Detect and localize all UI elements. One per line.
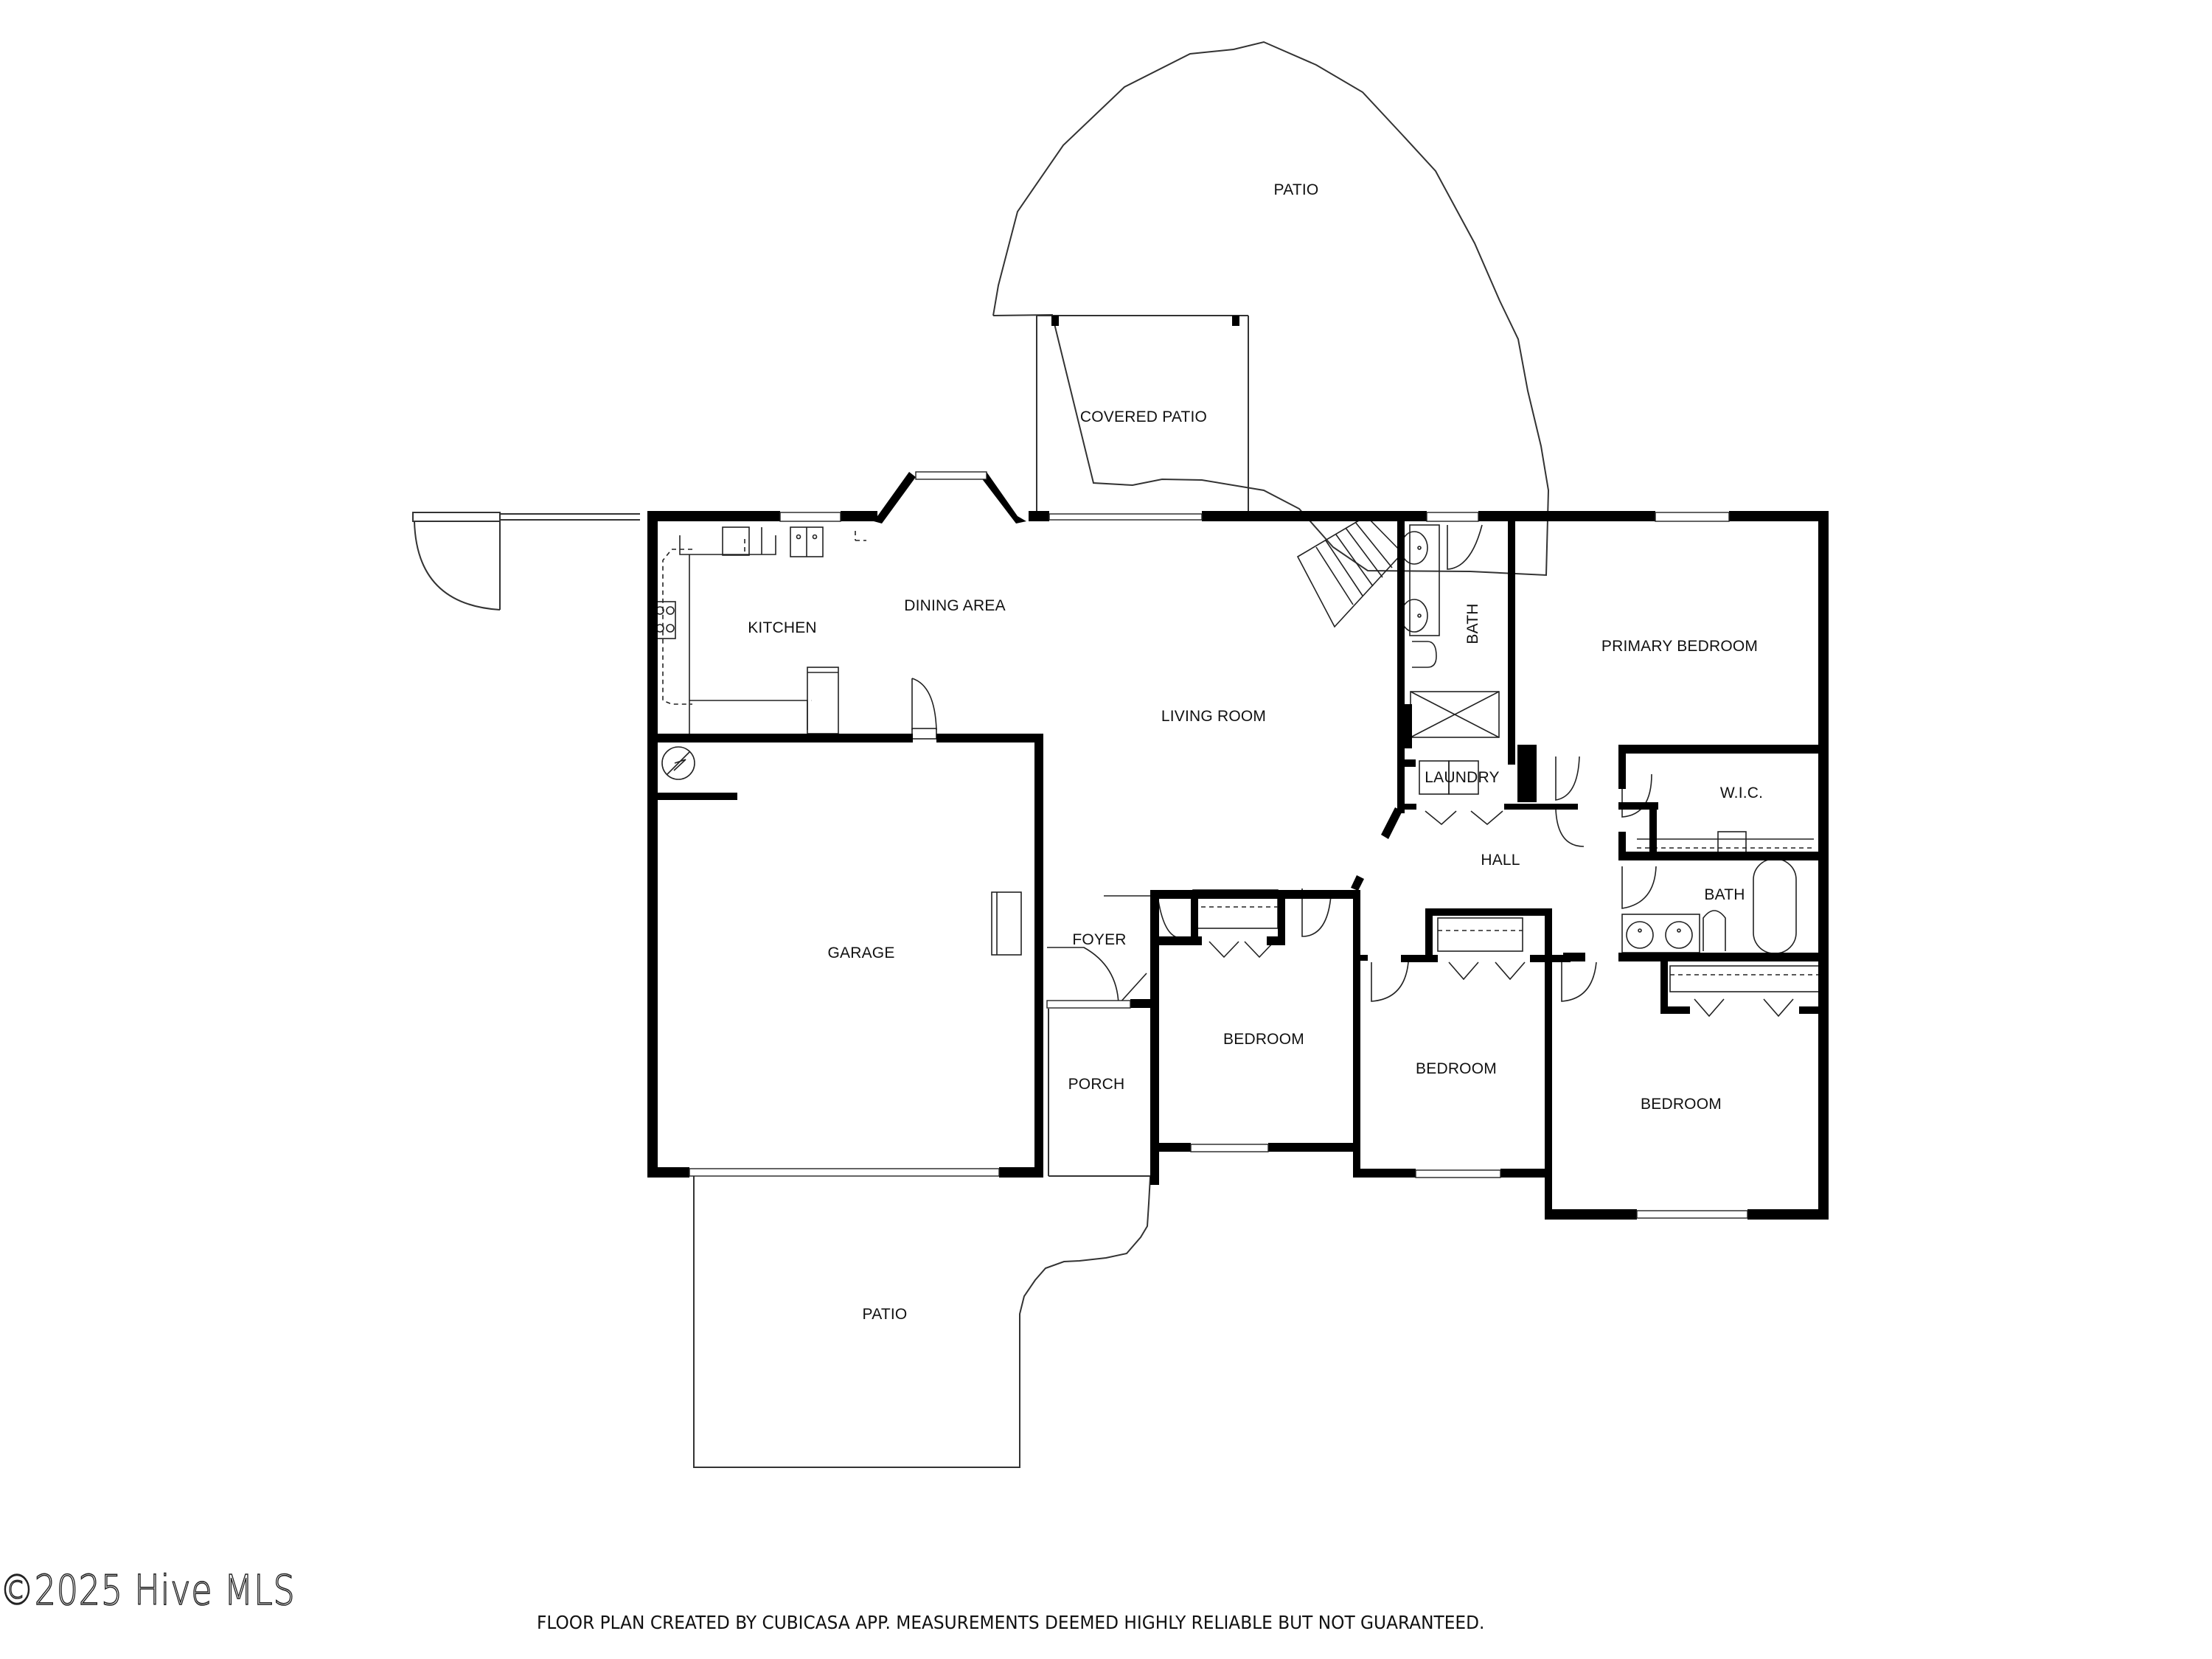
room-label-bedroom-1: BEDROOM bbox=[1223, 1031, 1304, 1048]
room-label-bath-hall: BATH bbox=[1704, 886, 1745, 903]
bottom-patio-outline bbox=[693, 1174, 1151, 1468]
room-label-patio-bottom: PATIO bbox=[862, 1306, 908, 1323]
outdoor-outlines bbox=[412, 41, 1550, 1468]
room-label-hall: HALL bbox=[1481, 852, 1520, 869]
room-label-patio-top: PATIO bbox=[1273, 181, 1319, 198]
windows bbox=[689, 471, 1748, 1219]
room-label-laundry: LAUNDRY bbox=[1425, 769, 1500, 786]
floorplan-disclaimer: FLOOR PLAN CREATED BY CUBICASA APP. MEAS… bbox=[537, 1612, 1485, 1633]
electrical-panel-icon bbox=[661, 746, 695, 780]
room-label-bedroom-2: BEDROOM bbox=[1416, 1060, 1497, 1077]
top-patio-outline bbox=[992, 41, 1550, 577]
room-label-primary-bedroom: PRIMARY BEDROOM bbox=[1601, 638, 1759, 655]
fixtures bbox=[654, 515, 1822, 1018]
room-label-garage: GARAGE bbox=[827, 945, 895, 961]
room-label-wic: W.I.C. bbox=[1719, 785, 1764, 801]
walls bbox=[647, 316, 1829, 1220]
room-label-bedroom-3: BEDROOM bbox=[1641, 1096, 1722, 1113]
room-label-dining-area: DINING AREA bbox=[904, 597, 1006, 614]
mls-watermark: ©2025 Hive MLS bbox=[0, 1566, 296, 1615]
room-label-porch: PORCH bbox=[1068, 1076, 1125, 1093]
room-label-kitchen: KITCHEN bbox=[748, 619, 817, 636]
room-label-bath-primary: BATH bbox=[1464, 603, 1481, 644]
room-label-living-room: LIVING ROOM bbox=[1161, 708, 1267, 725]
room-label-covered-patio: COVERED PATIO bbox=[1079, 408, 1208, 425]
room-label-foyer: FOYER bbox=[1072, 931, 1127, 948]
